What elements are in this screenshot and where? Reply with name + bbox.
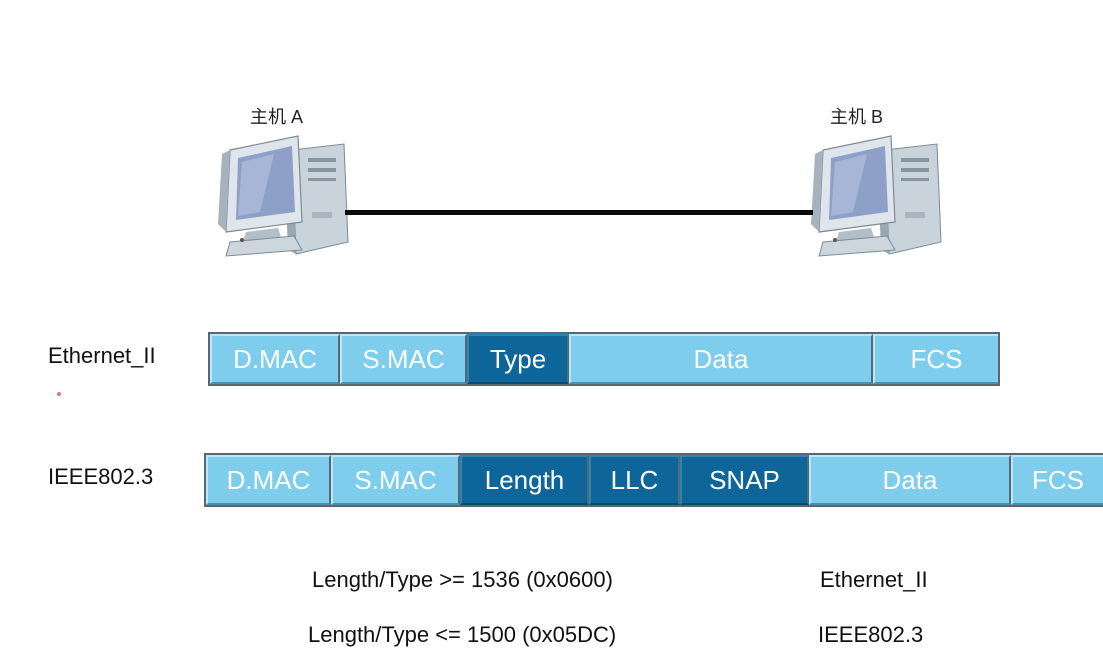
rule-result-ethernet2: Ethernet_II [820,567,928,592]
field-type: Type [467,334,569,384]
field-dmac: D.MAC [206,455,331,505]
field-fcs: FCS [873,334,998,384]
field-data: Data [569,334,873,384]
host-b-label: 主机 B [830,107,884,127]
desktop-computer-icon [811,135,942,257]
ieee8023-frame: D.MAC S.MAC Length LLC SNAP Data FCS [204,453,1103,507]
field-length: Length [460,455,589,505]
ethernet2-frame: D.MAC S.MAC Type Data FCS [208,332,1000,386]
field-data: Data [809,455,1011,505]
frame-name-ethernet2: Ethernet_II [48,343,156,368]
rule-result-ieee8023: IEEE802.3 [818,622,924,647]
field-fcs: FCS [1011,455,1103,505]
field-snap: SNAP [680,455,809,505]
field-llc: LLC [589,455,680,505]
rule-condition-ieee8023: Length/Type <= 1500 (0x05DC) [308,622,617,647]
stray-dot [57,392,61,396]
field-smac: S.MAC [340,334,467,384]
field-smac: S.MAC [331,455,460,505]
frame-name-ieee8023: IEEE802.3 [48,464,154,489]
desktop-computer-icon [218,135,349,257]
rule-condition-ethernet2: Length/Type >= 1536 (0x0600) [312,567,613,592]
host-a-label: 主机 A [250,107,304,127]
network-link-line [345,210,813,215]
field-dmac: D.MAC [210,334,340,384]
